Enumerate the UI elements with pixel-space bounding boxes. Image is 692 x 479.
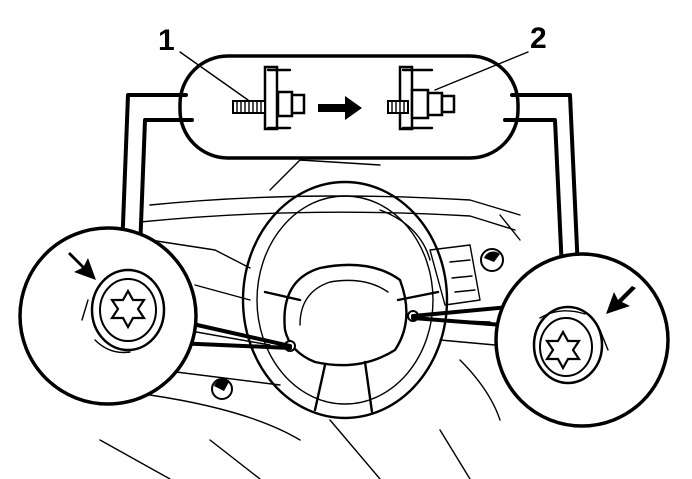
right-magnifier [494,252,670,428]
callout-label-1: 1 [158,24,175,57]
left-magnifier [18,226,198,406]
arrow-right-icon [318,96,362,120]
callout-2-leader [434,51,529,91]
pointer-arrow-icon-left [68,252,96,280]
torx-screw-icon-left [109,288,147,330]
bolt-icon-before [232,65,306,131]
dash-knob-left [211,378,233,400]
torx-screw-icon-right [544,329,582,371]
pointer-arrow-icon-right [606,286,636,314]
callout-label-2: 2 [530,22,547,55]
steering-wheel [241,180,449,420]
bolt-icon-after [387,65,456,131]
callout-1-leader [179,51,249,101]
dash-knob-right [480,248,504,272]
leader-lines [120,93,580,350]
